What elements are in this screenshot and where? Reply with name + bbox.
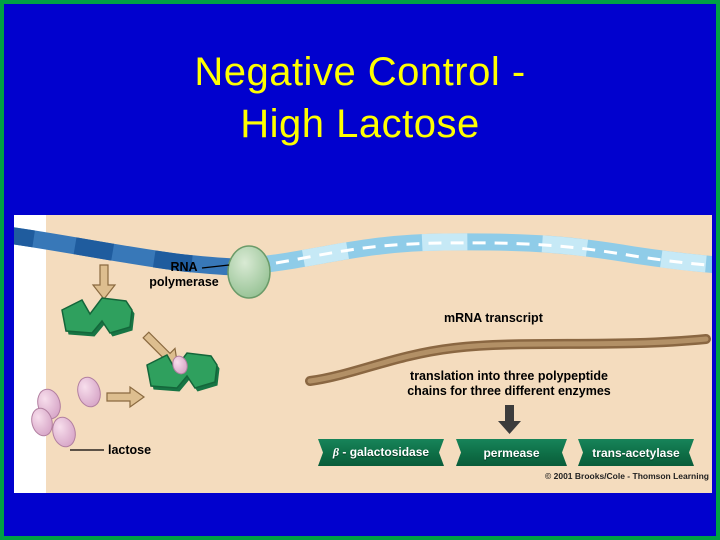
rna-polymerase [227,245,271,299]
enzyme-banner-transacetylase-label: trans-acetylase [592,445,680,460]
lactose-molecule [52,416,76,448]
diagram-artwork [14,227,712,451]
arrow-down-to-repressor [91,264,117,300]
rna-polymerase-label-line1: RNA [170,260,198,274]
repressor-protein [61,297,133,334]
enzyme-banner-permease: permease [456,439,567,466]
lactose-bound-to-repressor [172,355,188,375]
rna-polymerase-label: RNA polymerase [142,260,226,290]
translation-note-line1: translation into three polypeptide [410,369,608,383]
arrow-lactose-to-repressor [106,385,146,409]
dna-strand-left-segments [14,227,240,276]
translation-note: translation into three polypeptide chain… [334,369,684,399]
mrna-strand [305,334,711,386]
copyright-credit: © 2001 Brooks/Cole - Thomson Learning [544,471,709,481]
rna-polymerase-label-line2: polymerase [149,275,219,289]
rna-polymerase-leader-line [201,264,230,269]
diagram-panel: RNA polymerase mRNA transcript translati… [14,215,712,493]
lactose-molecule [31,407,53,437]
mrna-strand-highlight [307,336,709,384]
lactose-molecule [77,376,101,408]
translation-note-line2: chains for three different enzymes [407,384,611,398]
enzyme-banner-transacetylase: trans-acetylase [578,439,694,466]
enzyme-banner-galactosidase: β - galactosidase [318,439,444,466]
dna-strand [14,227,712,276]
slide-title-line2: High Lactose [240,102,480,146]
slide-title-line1: Negative Control - [194,50,526,94]
dna-template-dashed-line [275,241,712,267]
repressor-proteins [61,297,220,392]
lactose-label: lactose [108,443,152,457]
slide-title: Negative Control - High Lactose [4,46,716,150]
enzyme-banner-galactosidase-label: β - galactosidase [332,445,430,459]
mrna-transcript-label: mRNA transcript [444,311,543,325]
lactose-molecules [31,376,101,448]
enzyme-banner-permease-label: permease [483,445,540,460]
arrow-down-translation [498,405,521,434]
